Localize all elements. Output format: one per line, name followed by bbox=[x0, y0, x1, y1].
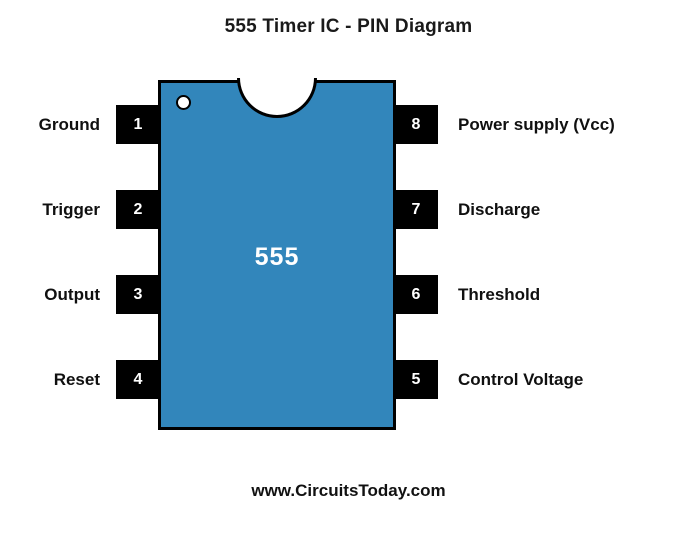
pin-tab-3[interactable]: 3 bbox=[116, 275, 160, 314]
pin-label-5: Control Voltage bbox=[458, 370, 584, 389]
pin-tab-1[interactable]: 1 bbox=[116, 105, 160, 144]
pin-label-7: Discharge bbox=[458, 200, 541, 219]
watermark-url: www.CircuitsToday.com bbox=[251, 481, 446, 500]
pin-tab-2[interactable]: 2 bbox=[116, 190, 160, 229]
ic-part-number: 555 bbox=[254, 243, 300, 271]
ic-body bbox=[158, 80, 396, 430]
pin1-marker-dot-icon bbox=[176, 95, 191, 110]
pin-label-3: Output bbox=[44, 285, 100, 304]
pin-tab-6[interactable]: 6 bbox=[394, 275, 438, 314]
pin-tab-8[interactable]: 8 bbox=[394, 105, 438, 144]
pin-label-6: Threshold bbox=[458, 285, 541, 304]
pin-label-1: Ground bbox=[38, 115, 100, 134]
pin-tab-7[interactable]: 7 bbox=[394, 190, 438, 229]
pin-label-2: Trigger bbox=[42, 200, 100, 219]
ic-package: 555 bbox=[158, 78, 396, 430]
pin-label-4: Reset bbox=[53, 370, 100, 389]
pin-label-8: Power supply (Vcc) bbox=[458, 115, 615, 134]
pin-tab-5[interactable]: 5 bbox=[394, 360, 438, 399]
page-title: 555 Timer IC - PIN Diagram bbox=[224, 16, 473, 37]
pin-tab-4[interactable]: 4 bbox=[116, 360, 160, 399]
